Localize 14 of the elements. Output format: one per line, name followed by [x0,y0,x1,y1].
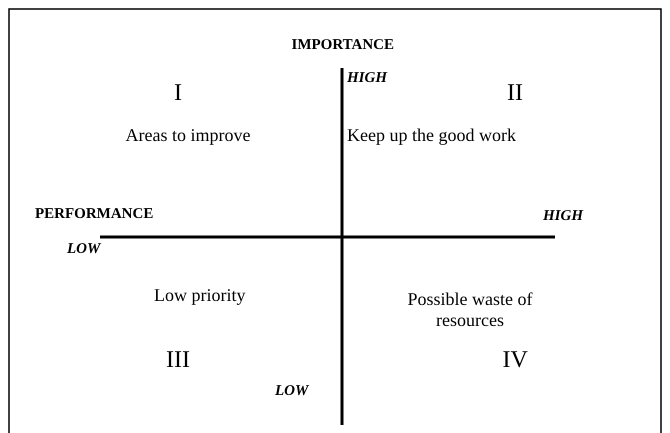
axis-end-label: HIGH [347,70,388,88]
quadrant-number: III [166,347,190,375]
quadrant-number: I [174,80,182,108]
quadrant-number: IV [502,347,528,375]
axis-title: IMPORTANCE [292,37,394,54]
axis-end-label: HIGH [543,208,584,226]
axis-title: PERFORMANCE [35,206,154,224]
quadrant-number: II [507,80,523,108]
quadrant-label: Low priority [154,285,246,306]
quadrant-label: Possible waste of resources [406,289,534,330]
axis-end-label: LOW [67,241,100,258]
axis-end-label: LOW [275,383,308,400]
quadrant-label: Keep up the good work [347,125,516,146]
quadrant-label: Areas to improve [126,125,250,146]
